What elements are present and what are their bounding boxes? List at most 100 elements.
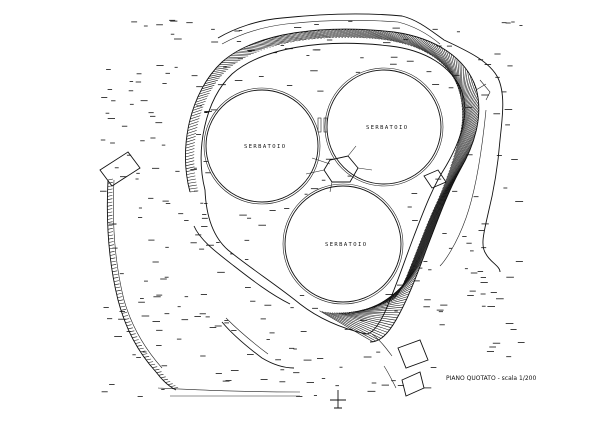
tank-circle-right-outline <box>324 67 444 187</box>
hatch-line <box>189 190 199 193</box>
hatch-line <box>441 47 455 80</box>
hatch-line <box>321 311 376 342</box>
hatch-line <box>114 283 120 286</box>
hatch-line <box>142 353 148 355</box>
hatch-line <box>450 127 478 166</box>
hatch-line <box>185 145 195 149</box>
hatch-line <box>305 31 328 39</box>
hatch-line <box>448 52 458 87</box>
north-arrow-symbol <box>330 390 346 409</box>
hatch-line <box>416 208 443 251</box>
hatch-line <box>399 32 424 51</box>
tank-label-right: SERBATOIO <box>366 125 408 131</box>
hatch-line <box>127 327 133 330</box>
hatch-line <box>107 178 114 181</box>
tank-label-bottom: SERBATOIO <box>325 242 367 248</box>
hatch-line <box>317 29 340 38</box>
hatch-line <box>364 29 389 41</box>
hatch-line <box>448 133 476 172</box>
hatch-line <box>342 312 395 324</box>
site-boundary-top-inner <box>221 19 441 45</box>
hatch-line <box>107 182 113 184</box>
hatch-line <box>379 30 404 44</box>
hatch-line <box>443 147 472 187</box>
hatch-line <box>461 70 468 110</box>
hatch-line <box>417 205 444 248</box>
hatch-line <box>324 311 379 341</box>
hatch-line <box>191 109 203 114</box>
hatch-line <box>352 28 377 40</box>
hatch-line <box>279 35 301 41</box>
hatch-line <box>462 73 470 113</box>
hatch-line <box>186 133 197 137</box>
hatch-line <box>299 31 322 39</box>
hatch-line <box>190 115 201 120</box>
hatch-line <box>353 309 402 313</box>
hatch-line <box>186 175 196 178</box>
hatch-line <box>185 151 195 155</box>
hatch-line <box>186 136 196 140</box>
hatch-line <box>340 312 393 326</box>
hatch-line <box>240 49 260 52</box>
hatch-line <box>117 296 123 298</box>
hatch-line <box>370 29 395 42</box>
hatch-line <box>329 29 353 38</box>
hatch-line <box>314 30 337 38</box>
tank-circle-bottom-outline <box>282 183 404 305</box>
hatch-line <box>446 138 475 178</box>
hatch-line <box>107 211 113 214</box>
east-channel <box>439 109 487 267</box>
hatch-line <box>108 241 114 243</box>
hatch-line <box>461 86 476 127</box>
hatch-line <box>461 66 465 105</box>
hatch-line <box>282 34 304 41</box>
spot-elevation-marks <box>100 19 525 397</box>
east-access-structure <box>423 169 447 189</box>
hatch-line <box>458 100 479 141</box>
hatch-line <box>441 152 470 192</box>
hatch-line <box>457 103 479 144</box>
hatch-line <box>107 205 113 207</box>
hatch-line <box>185 142 195 146</box>
hatch-line <box>426 184 454 226</box>
hatch-line <box>344 312 396 321</box>
hatch-line <box>109 251 115 253</box>
hatch-line <box>107 214 113 217</box>
hatch-line <box>461 78 473 118</box>
hatch-line <box>411 35 434 57</box>
hatch-line <box>195 98 207 103</box>
hatch-line <box>146 358 152 361</box>
hatch-line <box>442 149 471 189</box>
hatch-line <box>358 29 383 40</box>
hatch-line <box>348 312 399 316</box>
hatch-line <box>148 361 154 363</box>
hatch-line <box>409 224 436 268</box>
hatch-line <box>186 169 195 172</box>
hatch-line <box>410 222 438 265</box>
hatch-line <box>187 130 197 134</box>
hatch-line <box>453 118 479 158</box>
hatch-line <box>173 387 179 389</box>
hatch-line <box>435 44 452 75</box>
hatch-line <box>334 312 388 333</box>
hatch-line <box>415 211 442 254</box>
hatch-line <box>186 172 196 175</box>
hatch-line <box>108 244 115 246</box>
hatch-line <box>438 157 467 198</box>
hatch-line <box>338 312 392 328</box>
hatch-line <box>431 173 459 215</box>
hatch-line <box>419 200 446 243</box>
embankment-inner-edge <box>200 42 466 335</box>
hatch-line <box>439 155 468 195</box>
hatch-line <box>455 109 480 149</box>
hatch-line <box>449 130 477 169</box>
hatch-line <box>125 321 131 323</box>
hatch-line <box>454 115 479 155</box>
hatch-line <box>331 29 356 38</box>
hatch-line <box>355 306 403 312</box>
hatch-line <box>337 28 362 39</box>
hatch-line <box>232 53 251 55</box>
hatch-line <box>107 191 113 194</box>
hatch-line <box>346 312 398 318</box>
hatch-line <box>420 197 447 240</box>
